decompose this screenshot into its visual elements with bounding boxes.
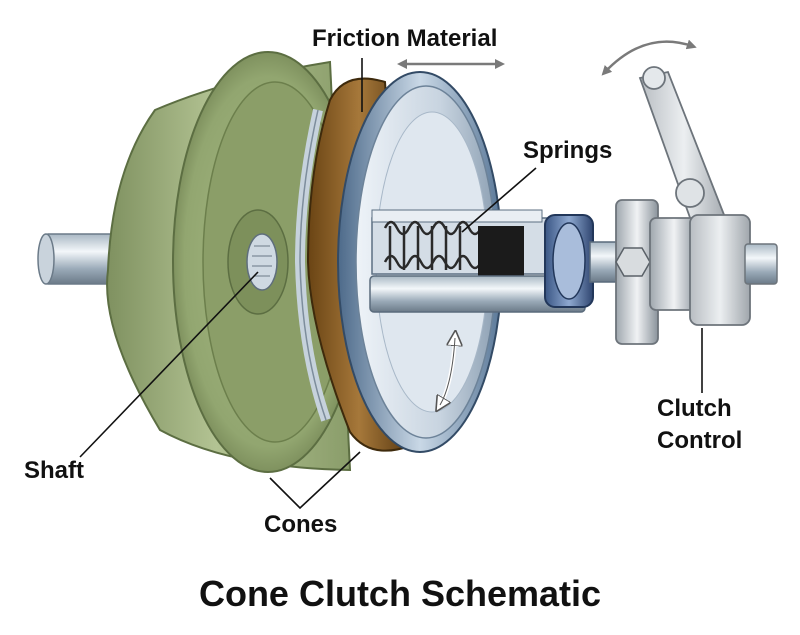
clutch-control-label-line1: Clutch [657,395,732,422]
springs-label: Springs [523,137,613,164]
springs-leader [461,167,537,233]
coil-springs [383,220,483,270]
clutch-control-linkage [615,66,778,345]
leader-lines [79,58,703,510]
diagram-title: Cone Clutch Schematic [198,573,602,614]
shaft-leader [79,271,259,458]
clutch-control-label-line2: Control [657,427,743,454]
lever-rotation-arrow [601,39,697,76]
cones-label: Cones [264,511,338,538]
motion-arrows [397,39,697,405]
shaft-label: Shaft [24,457,84,484]
spring-assembly [369,209,586,313]
friction-material-label: Friction Material [312,25,498,52]
cones-leader [269,451,361,510]
